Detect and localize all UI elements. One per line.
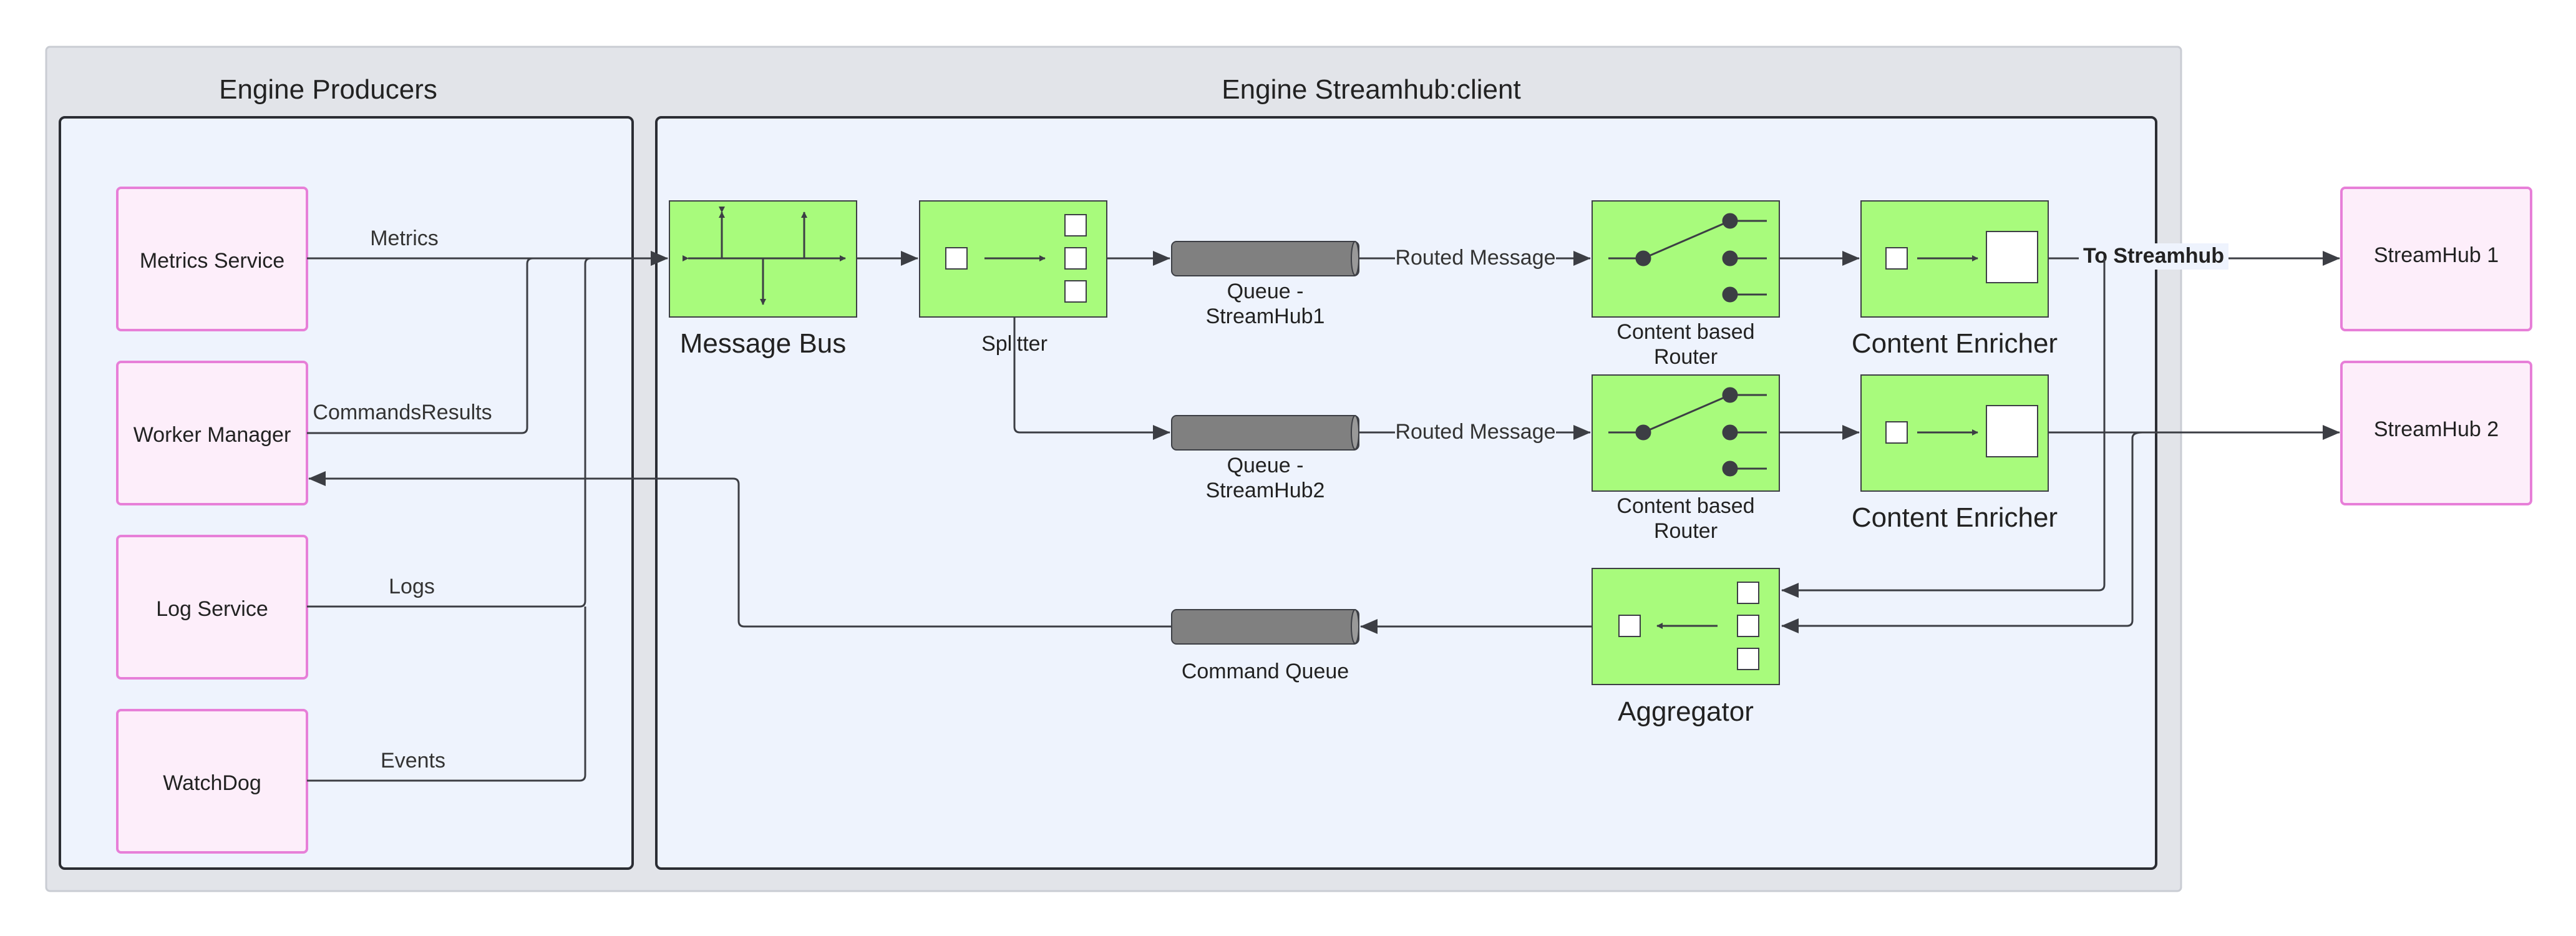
log-service-node[interactable]: Log Service <box>116 535 308 680</box>
router1-label-line1: Content based <box>1616 320 1754 344</box>
queue-streamhub1-label-line2: StreamHub1 <box>1206 305 1325 328</box>
edge-streamhub1-return <box>1781 258 2106 598</box>
worker-manager-node[interactable]: Worker Manager <box>116 361 308 505</box>
router2-switch-icon <box>1608 387 1767 477</box>
edge-commands-results <box>307 251 668 434</box>
edge-logs <box>307 257 668 608</box>
command-queue-label: Command Queue <box>1182 660 1349 683</box>
edge-streamhub2-return <box>1781 431 2143 633</box>
content-router1-node[interactable]: Content based Router <box>1592 200 1780 369</box>
command-queue-node[interactable]: Command Queue <box>1171 609 1359 683</box>
edge-metrics-label: Metrics <box>370 227 439 250</box>
content-enricher1-node[interactable]: Content Enricher <box>1852 200 2058 359</box>
producers-group-title: Engine Producers <box>219 74 437 105</box>
edge-logs-label: Logs <box>389 575 435 598</box>
watchdog-label: WatchDog <box>163 771 261 795</box>
router2-label-line1: Content based <box>1616 494 1754 518</box>
metrics-service-node[interactable]: Metrics Service <box>116 187 308 331</box>
aggregator-label: Aggregator <box>1618 696 1754 727</box>
router1-switch-icon <box>1608 213 1767 303</box>
edge-routed-message-1-label: Routed Message <box>1395 246 1555 270</box>
queue-streamhub1-node[interactable]: Queue - StreamHub1 <box>1171 241 1359 328</box>
edge-to-streamhub-label: To Streamhub <box>2083 244 2224 268</box>
streamhub2-label: StreamHub 2 <box>2374 417 2499 441</box>
message-bus-label: Message Bus <box>680 328 847 359</box>
queue-streamhub2-label-line2: StreamHub2 <box>1206 479 1325 502</box>
content-router2-node[interactable]: Content based Router <box>1592 374 1780 543</box>
message-bus-icon <box>683 207 846 305</box>
log-service-label: Log Service <box>156 597 268 621</box>
router1-label-line2: Router <box>1654 345 1718 369</box>
enricher1-icon <box>1885 231 2038 283</box>
content-enricher2-node[interactable]: Content Enricher <box>1852 374 2058 533</box>
edge-commands-results-label: CommandsResults <box>313 401 492 424</box>
watchdog-node[interactable]: WatchDog <box>116 709 308 854</box>
metrics-service-label: Metrics Service <box>140 249 284 273</box>
edge-label-bg-2 <box>1395 419 1556 444</box>
queue-streamhub2-label-line1: Queue - <box>1227 454 1304 477</box>
enricher1-label: Content Enricher <box>1852 328 2058 359</box>
queue-streamhub2-node[interactable]: Queue - StreamHub2 <box>1171 415 1359 502</box>
streamhub1-node[interactable]: StreamHub 1 <box>2340 187 2532 331</box>
queue-streamhub1-label-line1: Queue - <box>1227 280 1304 303</box>
edge-splitter-to-queue2 <box>1013 317 1170 440</box>
worker-manager-label: Worker Manager <box>134 423 291 447</box>
splitter-icon <box>945 214 1087 303</box>
edge-command-queue-to-worker-manager <box>308 471 1172 628</box>
edge-label-bg-1 <box>1395 245 1556 270</box>
enricher2-label: Content Enricher <box>1852 502 2058 533</box>
aggregator-icon <box>1618 582 1759 670</box>
client-group-title: Engine Streamhub:client <box>1222 74 1520 105</box>
edge-events <box>307 607 586 782</box>
edge-events-label: Events <box>381 749 445 773</box>
edge-routed-message-2-label: Routed Message <box>1395 420 1555 444</box>
streamhub1-label: StreamHub 1 <box>2374 243 2499 267</box>
message-bus-node[interactable]: Message Bus <box>669 200 857 359</box>
aggregator-node[interactable]: Aggregator <box>1592 568 1780 727</box>
enricher2-icon <box>1885 405 2038 457</box>
router2-label-line2: Router <box>1654 519 1718 543</box>
streamhub2-node[interactable]: StreamHub 2 <box>2340 361 2532 505</box>
